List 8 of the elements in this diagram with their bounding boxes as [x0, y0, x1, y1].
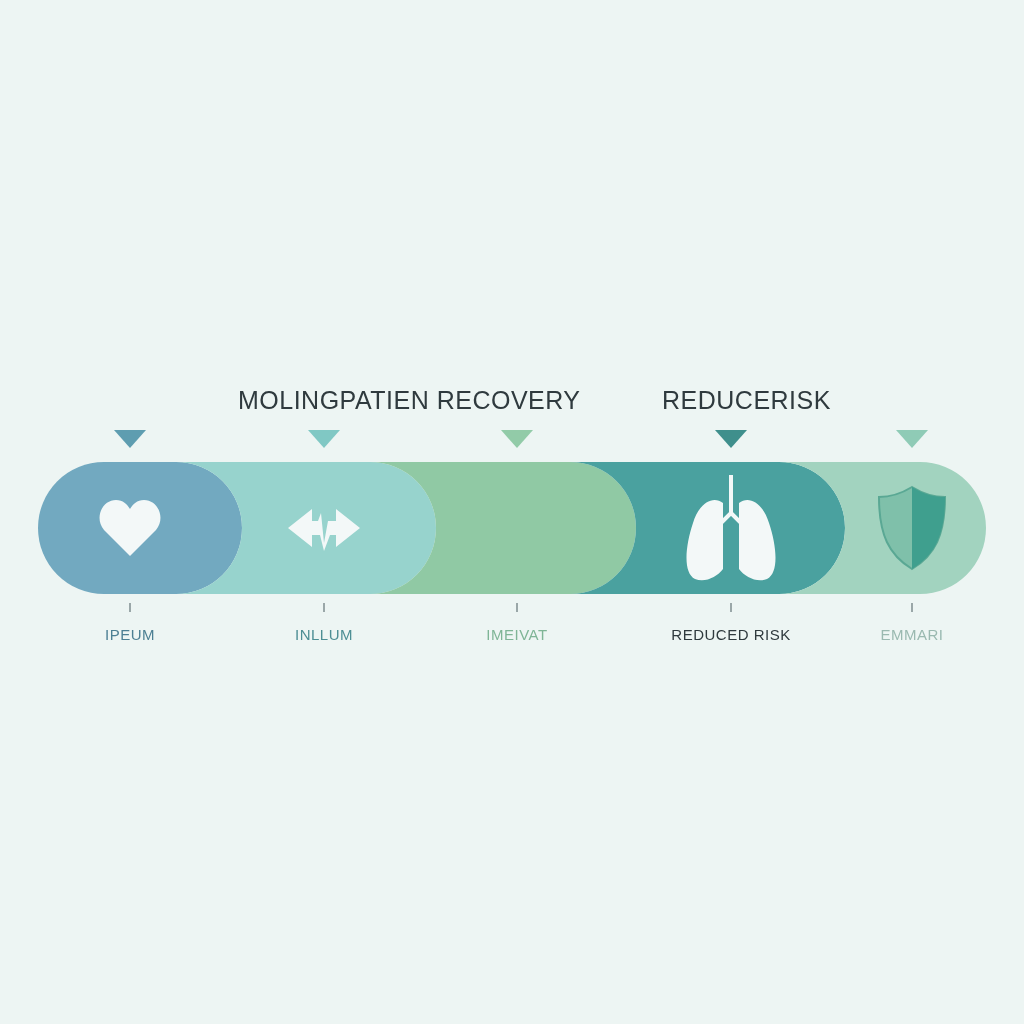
- stage-label: EMMARI: [880, 626, 944, 643]
- heading-text: MOLINGPATIEN RECOVERY: [238, 386, 581, 415]
- stage-label: INLLUM: [295, 626, 353, 643]
- heading-text: REDUCERISK: [662, 386, 831, 415]
- stage-label: IPEUM: [105, 626, 155, 643]
- stage-label: REDUCED RISK: [671, 626, 791, 643]
- stage-label: IMEIVAT: [486, 626, 548, 643]
- progress-segment: [38, 462, 242, 594]
